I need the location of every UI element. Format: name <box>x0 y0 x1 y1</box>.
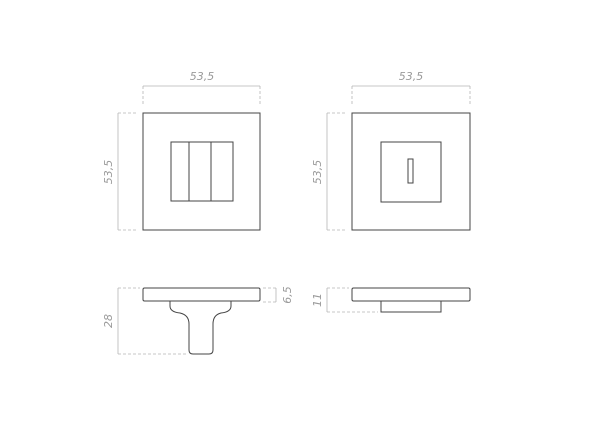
lock-height-label: 53,5 <box>311 160 324 185</box>
rose-handle-profile <box>169 301 232 355</box>
lock-side-view: 11 <box>311 287 471 313</box>
lock-plate <box>351 287 471 302</box>
lock-height-dimension <box>326 112 347 231</box>
rose-side-view: 28 6,5 <box>102 286 294 355</box>
rose-height-dimension <box>117 112 138 231</box>
rose-width-dimension <box>142 85 261 104</box>
rose-depth-label: 28 <box>102 314 115 328</box>
lock-width-dimension <box>351 85 471 104</box>
rose-plate <box>142 287 261 302</box>
rose-front-view: 53,5 53,5 <box>102 70 261 231</box>
rose-plate-dimension <box>263 287 277 303</box>
lock-depth-label: 11 <box>311 293 324 307</box>
lock-width-label: 53,5 <box>399 70 424 83</box>
lock-insert <box>380 300 442 313</box>
rose-height-label: 53,5 <box>102 160 115 185</box>
lock-depth-dimension <box>326 287 378 313</box>
rose-outer-square <box>142 112 261 231</box>
rose-plate-label: 6,5 <box>281 286 294 304</box>
rose-depth-dimension <box>117 287 188 355</box>
lock-outer-square <box>351 112 471 231</box>
lock-inner-square <box>380 141 442 203</box>
lock-slot <box>407 158 414 184</box>
lock-front-view: 53,5 53,5 <box>311 70 471 231</box>
rose-handle <box>170 141 234 202</box>
rose-width-label: 53,5 <box>190 70 215 83</box>
